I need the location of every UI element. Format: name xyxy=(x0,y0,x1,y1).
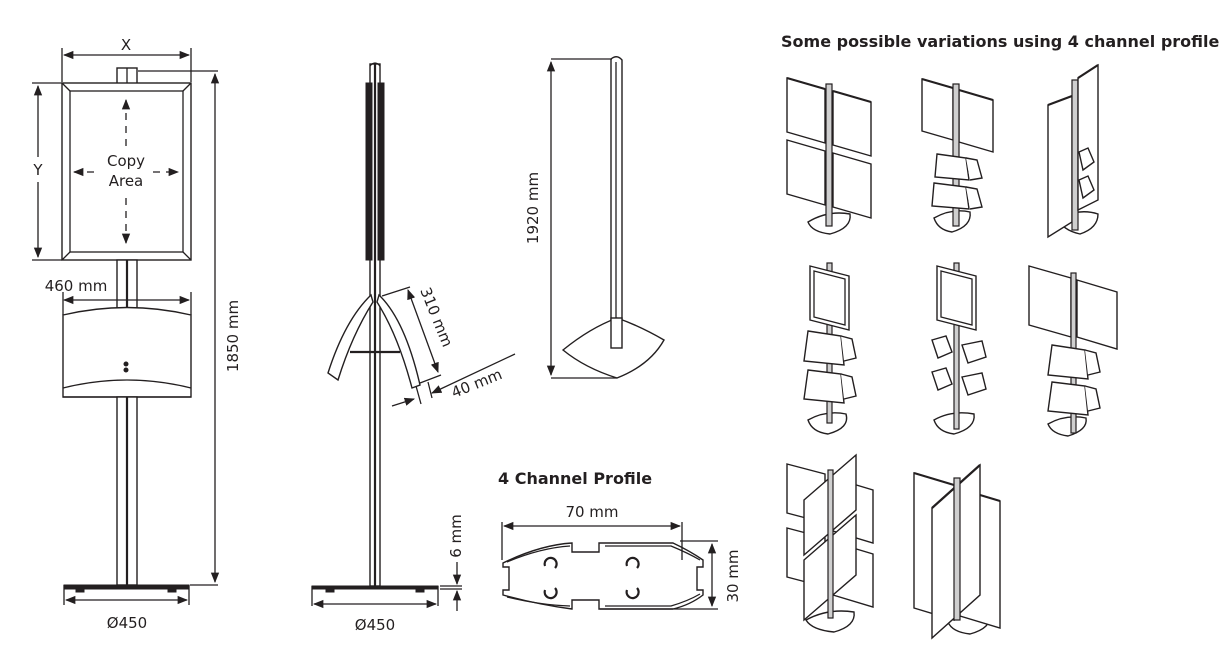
variation-two-frames-two-brochure-holders xyxy=(1028,265,1118,437)
front-view-stand xyxy=(32,48,220,605)
variation-banner-with-pockets xyxy=(1047,63,1099,239)
front-base-diameter-label: Ø450 xyxy=(107,614,147,632)
base-thickness-label: 6 mm xyxy=(447,514,465,558)
channel-profile-section xyxy=(501,521,718,610)
pole-height-label: 1920 mm xyxy=(524,172,542,244)
brochure-holder xyxy=(62,306,192,398)
channel-profile-title: 4 Channel Profile xyxy=(498,469,652,488)
side-view-stand xyxy=(311,62,516,611)
dimension-x-label: X xyxy=(121,36,131,54)
variation-four-way-frames xyxy=(786,453,874,633)
profile-width-label: 70 mm xyxy=(565,503,618,521)
variation-four-way-banners xyxy=(913,463,1001,640)
variation-two-banners-two-brochure-holders xyxy=(921,77,994,233)
dimension-y-label: Y xyxy=(32,161,43,179)
total-height-label: 1850 mm xyxy=(224,300,242,372)
holder-depth-label: 310 mm xyxy=(416,285,456,350)
variation-poster-frame-two-brochure-holders xyxy=(803,262,857,435)
variations-title: Some possible variations using 4 channel… xyxy=(781,32,1220,51)
profile-pole-drawing xyxy=(546,56,665,379)
copy-area-label-line2: Area xyxy=(109,172,144,190)
variation-poster-frame-four-pockets xyxy=(931,262,987,435)
holder-thickness-label: 40 mm xyxy=(449,365,505,402)
copy-area-label-line1: Copy xyxy=(107,152,145,170)
variation-four-frames xyxy=(786,76,872,235)
side-base-diameter-label: Ø450 xyxy=(355,616,395,634)
holder-width-label: 460 mm xyxy=(45,277,108,295)
profile-height-label: 30 mm xyxy=(724,549,742,602)
